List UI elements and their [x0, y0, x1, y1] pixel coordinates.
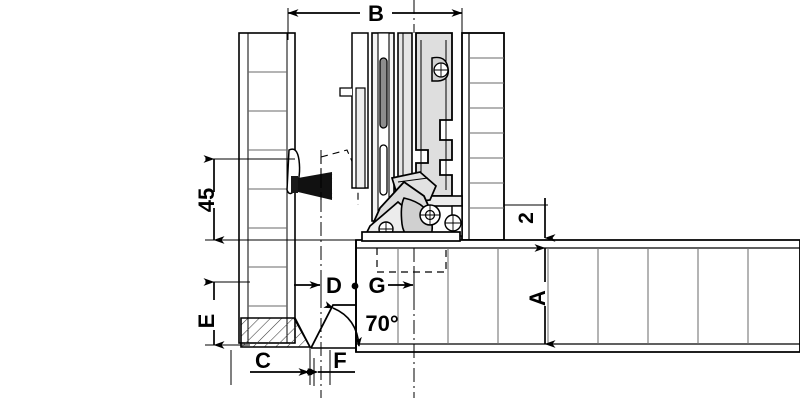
- rail-slot-lower: [379, 144, 388, 196]
- dimension-a-label: A: [525, 290, 550, 306]
- dimension-angle-70: 70°: [310, 301, 399, 349]
- runner-roller: [431, 56, 450, 82]
- hinge-base-plate: [361, 231, 461, 242]
- dimension-d-dot: [351, 282, 359, 290]
- hidden-mounting-plate: [376, 248, 447, 273]
- dimension-d: D: [294, 270, 359, 300]
- dimension-g: G: [368, 273, 414, 298]
- dimension-45-label: 45: [194, 188, 219, 212]
- dimension-angle-label: 70°: [365, 311, 398, 336]
- dimension-b-label: B: [368, 1, 384, 26]
- drawer-bottom-panel: [355, 239, 800, 353]
- rail-slot-upper: [379, 57, 388, 129]
- dimension-f-label: F: [333, 348, 346, 373]
- brush-seal: [286, 148, 333, 200]
- angle-arc: [323, 301, 362, 347]
- dimension-b: B: [287, 1, 463, 26]
- dimension-2: 2: [515, 198, 556, 242]
- door-panel: [238, 32, 312, 348]
- dimension-45: 45: [194, 155, 225, 244]
- cabinet-side-hatching: [469, 57, 504, 209]
- dimension-d-label: D: [326, 273, 342, 298]
- hinge-assembly: [361, 171, 462, 242]
- slide-rail-assembly: [339, 32, 463, 237]
- cabinet-side-panel: [461, 32, 505, 241]
- dimension-c: C: [250, 348, 310, 376]
- dimension-c-label: C: [255, 348, 271, 373]
- dimension-f: F: [306, 348, 355, 386]
- dimension-e: E: [194, 278, 225, 349]
- drawer-bottom-hatching: [397, 248, 749, 344]
- dimension-2-label: 2: [515, 212, 538, 224]
- dimension-g-label: G: [368, 273, 385, 298]
- door-panel-hatching: [248, 71, 287, 307]
- dimension-a: A: [525, 244, 556, 348]
- dimension-f-dot: [306, 368, 314, 376]
- dimension-e-label: E: [194, 314, 219, 329]
